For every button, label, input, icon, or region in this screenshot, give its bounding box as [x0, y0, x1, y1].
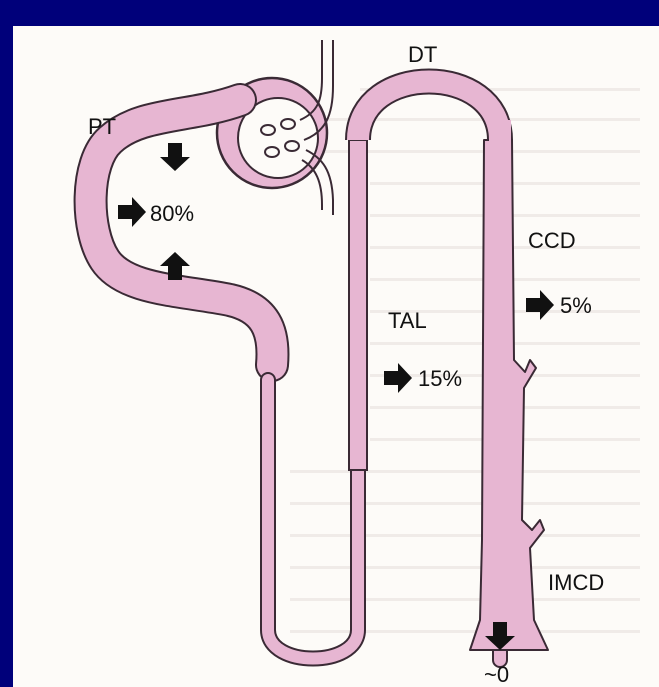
nephron-diagram: PT DT TAL CCD IMCD 80% 15% 5% ~0	[13, 26, 659, 687]
thick-arrow-icon	[526, 290, 554, 320]
label-dt: DT	[408, 42, 437, 67]
thick-arrow-icon	[384, 363, 412, 393]
thick-arrow-icon	[118, 197, 146, 227]
distal-tubule-fill	[358, 82, 500, 141]
thick-arrow-icon	[160, 143, 190, 171]
diagram-panel: PT DT TAL CCD IMCD 80% 15% 5% ~0	[13, 26, 659, 687]
label-tal: TAL	[388, 308, 427, 333]
reabsorption-tal: 15%	[418, 366, 462, 391]
collecting-duct-cover	[489, 120, 511, 144]
reabsorption-imcd: ~0	[484, 662, 509, 687]
label-imcd: IMCD	[548, 570, 604, 595]
reabsorption-pt: 80%	[150, 201, 194, 226]
reabsorption-ccd: 5%	[560, 293, 592, 318]
label-pt: PT	[88, 114, 116, 139]
thick-ascending-limb	[349, 140, 367, 470]
label-ccd: CCD	[528, 228, 576, 253]
